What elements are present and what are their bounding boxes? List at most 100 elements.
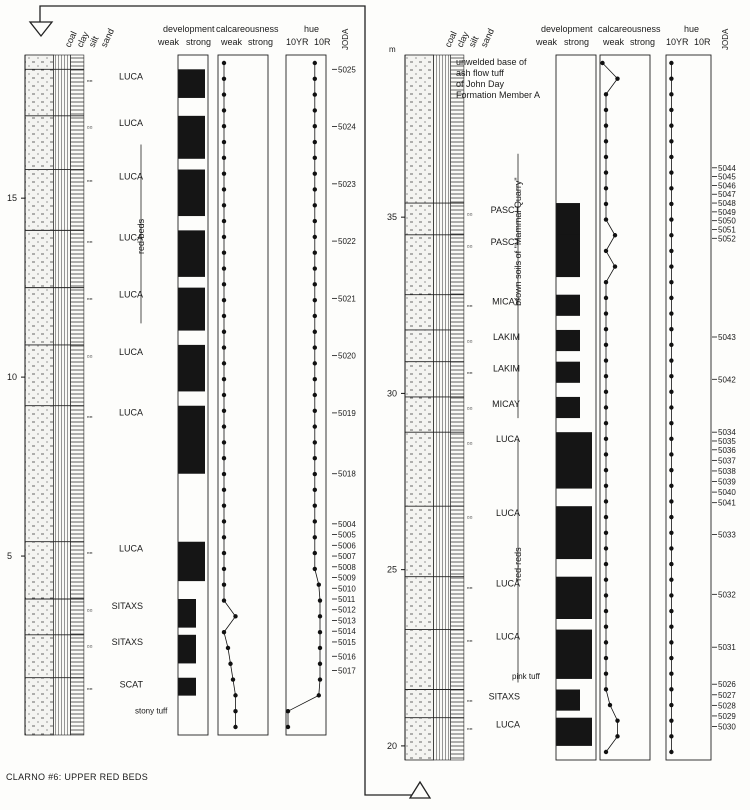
specimen-id: 5052 [718, 234, 736, 243]
nodule-glyph-icon: ▫▫ [87, 642, 93, 651]
development-bar [178, 599, 196, 628]
nodule-glyph-icon: ▫▫ [467, 369, 473, 378]
paleosol-name: MICAY [492, 399, 520, 409]
nodule-glyph-icon: ▫▫ [87, 413, 93, 422]
development-bar [178, 230, 205, 277]
lithology-header-silt: silt [87, 34, 101, 49]
specimen-id: 5023 [338, 180, 356, 189]
annotation-range-label: red beds [136, 218, 146, 254]
specimen-id: 5045 [718, 173, 736, 182]
specimen-id: 5022 [338, 237, 356, 246]
development-bar [556, 717, 592, 746]
specimen-header: JODA [721, 28, 730, 50]
specimen-id: 5035 [718, 437, 736, 446]
nodule-glyph-icon: ▫▫ [467, 725, 473, 734]
specimen-id: 5021 [338, 294, 356, 303]
arrow-up-icon [408, 780, 432, 799]
scale-label: 5 [7, 551, 12, 561]
nodule-glyph-icon: ▫▫ [467, 242, 473, 251]
specimen-id: 5017 [338, 667, 356, 676]
specimen-id: 5007 [338, 552, 356, 561]
specimen-id: 5044 [718, 164, 736, 173]
nodule-glyph-icon: ▫▫ [87, 123, 93, 132]
nodule-glyph-icon: ▫▫ [467, 210, 473, 219]
specimen-id: 5027 [718, 691, 736, 700]
scale-label: 10 [7, 372, 17, 382]
nodule-glyph-icon: ▫▫ [87, 177, 93, 186]
lithology-clay-band [53, 54, 71, 736]
specimen-id: 5020 [338, 352, 356, 361]
paleosol-name: LUCA [496, 579, 520, 589]
nodule-glyph-icon: ▫▫ [467, 439, 473, 448]
paleosol-name: MICAY [492, 297, 520, 307]
lithology-sand-band [24, 54, 54, 736]
development-bar [178, 344, 205, 392]
development-bar [556, 629, 592, 679]
development-bar [556, 361, 580, 383]
development-bar [178, 677, 196, 696]
specimen-id: 5047 [718, 190, 736, 199]
specimen-id: 5026 [718, 680, 736, 689]
arrow-down-icon [28, 21, 54, 38]
scale-label: 20 [387, 741, 397, 751]
specimen-id: 5051 [718, 225, 736, 234]
hue-line [287, 63, 321, 727]
specimen-id: 5041 [718, 499, 736, 508]
figure-title: CLARNO #6: UPPER RED BEDS [6, 772, 149, 782]
connector-line [39, 5, 421, 796]
flow-connector [28, 5, 432, 799]
hue-right-label: 10R [694, 37, 711, 47]
specimen-id: 5048 [718, 199, 736, 208]
development-bar [556, 294, 580, 316]
development-frame [555, 54, 597, 761]
lithology-silt-band [450, 54, 465, 761]
nodule-glyph-icon: ▫▫ [87, 295, 93, 304]
calcareousness-weak-label: weak [220, 37, 243, 47]
specimen-id: 5031 [718, 643, 736, 652]
specimen-id: 5040 [718, 488, 736, 497]
nodule-glyph-icon: ▫▫ [87, 237, 93, 246]
development-bar [556, 329, 580, 352]
development-bar [556, 576, 592, 619]
specimen-id: 5009 [338, 574, 356, 583]
specimen-id: 5043 [718, 333, 736, 342]
specimen-id: 5010 [338, 584, 356, 593]
paleosol-name: LAKIM [493, 332, 520, 342]
paleosol-name: LUCA [119, 408, 143, 418]
paleosol-name: LUCA [119, 232, 143, 242]
calcareousness-frame [217, 54, 269, 736]
lithology-header-sand: sand [479, 27, 496, 49]
paleosol-name: LUCA [119, 172, 143, 182]
development-bar [178, 541, 205, 582]
development-bar [178, 287, 205, 331]
development-bar [556, 234, 580, 278]
specimen-id: 5049 [718, 208, 736, 217]
development-header: development [541, 24, 593, 34]
development-bar [178, 69, 205, 98]
specimen-id: 5033 [718, 530, 736, 539]
specimen-id: 5038 [718, 467, 736, 476]
paleosol-name: LUCA [496, 720, 520, 730]
paleosol-name: LUCA [496, 434, 520, 444]
calcareousness-line [223, 63, 236, 727]
paleosol-name: LAKIM [493, 364, 520, 374]
nodule-glyph-icon: ▫▫ [467, 584, 473, 593]
development-bar [556, 396, 580, 419]
calcareousness-strong-label: strong [248, 37, 273, 47]
scale-label: 35 [387, 212, 397, 222]
paleosol-name: SITAXS [112, 601, 143, 611]
nodule-glyph-icon: ▫▫ [87, 352, 93, 361]
development-bar [556, 506, 592, 560]
nodule-glyph-icon: ▫▫ [87, 606, 93, 615]
units-label: m [389, 45, 396, 54]
specimen-id: 5012 [338, 606, 356, 615]
paleosol-name: PASCT [491, 205, 521, 215]
calcareousness-strong-label: strong [630, 37, 655, 47]
nodule-glyph-icon: ▫▫ [87, 76, 93, 85]
hue-header: hue [304, 24, 319, 34]
specimen-id: 5014 [338, 627, 356, 636]
lithology-header-silt: silt [467, 34, 481, 49]
annotation-label: pink tuff [512, 672, 541, 681]
hue-left-label: 10YR [666, 37, 689, 47]
